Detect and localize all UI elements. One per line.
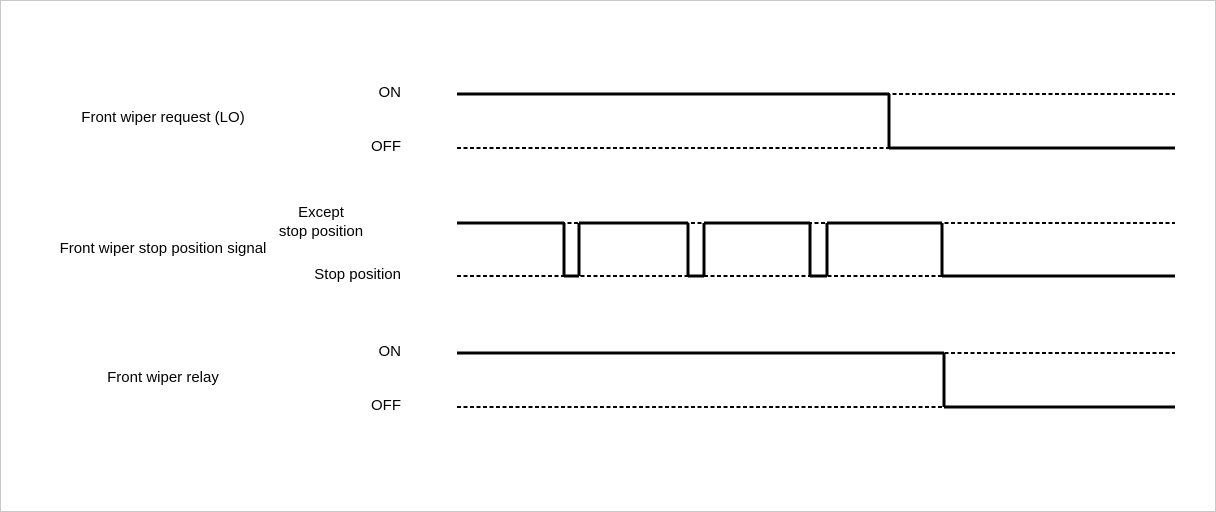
signal-name-front-wiper-request-lo: Front wiper request (LO) bbox=[81, 109, 245, 126]
signal-name-front-wiper-relay: Front wiper relay bbox=[107, 369, 219, 386]
state-label-low-front-wiper-stop-position-signal: Stop position bbox=[314, 266, 401, 283]
state-label-high-line2-front-wiper-stop-position-signal: stop position bbox=[278, 223, 364, 240]
state-label-high-front-wiper-relay: ON bbox=[378, 343, 402, 360]
signal-name-front-wiper-stop-position-signal: Front wiper stop position signal bbox=[59, 240, 267, 257]
state-label-high-front-wiper-request-lo: ON bbox=[378, 84, 402, 101]
state-label-high-line1-front-wiper-stop-position-signal: Except bbox=[298, 204, 344, 221]
state-label-low-front-wiper-request-lo: OFF bbox=[371, 138, 401, 155]
state-label-high-front-wiper-stop-position-signal: Except stop position bbox=[241, 203, 401, 241]
state-label-low-front-wiper-relay: OFF bbox=[371, 397, 401, 414]
